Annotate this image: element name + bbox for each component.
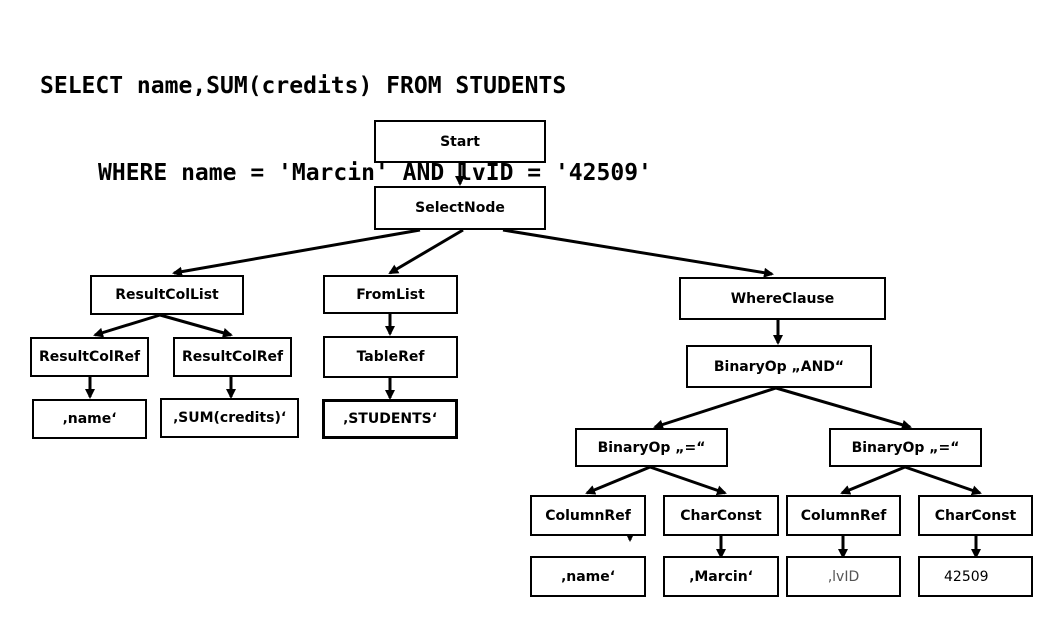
node-column-ref-left: ColumnRef	[530, 495, 646, 536]
node-col-name-value: ‚name‘	[32, 399, 147, 439]
edge-selectnode-whereclause	[502, 228, 774, 278]
node-char-const-right: CharConst	[918, 495, 1033, 536]
node-binary-op-eq-left: BinaryOp „=“	[575, 428, 728, 467]
node-where-marcin-value: ‚Marcin‘	[663, 556, 779, 597]
node-col-sum-value: ‚SUM(credits)‘	[160, 398, 299, 438]
edge-eq-right-columnref	[840, 465, 906, 495]
node-where-42509-value: 42509	[918, 556, 1033, 597]
sql-query-title: SELECT name,SUM(credits) FROM STUDENTS W…	[40, 14, 652, 217]
node-start: Start	[374, 120, 546, 163]
node-table-value: ‚STUDENTS‘	[322, 399, 458, 439]
edge-eq-left-charconst	[649, 465, 727, 496]
edge-eq-left-columnref	[585, 465, 651, 495]
sql-line-select: SELECT name,SUM(credits) FROM STUDENTS	[40, 73, 567, 99]
edge-binaryop-and-eq-right	[775, 386, 912, 430]
node-char-const-left: CharConst	[663, 495, 779, 536]
edge-resultcollist-resultcolref-2	[159, 313, 233, 338]
node-table-ref: TableRef	[323, 336, 458, 378]
node-where-name-value: ‚name‘	[530, 556, 646, 597]
edge-resultcollist-resultcolref-1	[93, 313, 161, 338]
node-result-col-ref-1: ResultColRef	[30, 337, 149, 377]
sql-line-where: WHERE name = 'Marcin' AND lvID = '42509'	[98, 160, 652, 186]
node-result-col-list: ResultColList	[90, 275, 244, 315]
edge-binaryop-and-eq-left	[653, 386, 777, 430]
edge-selectnode-fromlist	[388, 228, 464, 275]
edge-eq-right-charconst	[904, 465, 982, 496]
node-result-col-ref-2: ResultColRef	[173, 337, 292, 377]
node-where-clause: WhereClause	[679, 277, 886, 320]
node-where-lvid-value: ‚lvID	[786, 556, 901, 597]
node-column-ref-right: ColumnRef	[786, 495, 901, 536]
node-binary-op-eq-right: BinaryOp „=“	[829, 428, 982, 467]
node-binary-op-and: BinaryOp „AND“	[686, 345, 872, 388]
edge-selectnode-resultcollist	[172, 228, 421, 277]
node-select-node: SelectNode	[374, 186, 546, 230]
node-from-list: FromList	[323, 275, 458, 314]
